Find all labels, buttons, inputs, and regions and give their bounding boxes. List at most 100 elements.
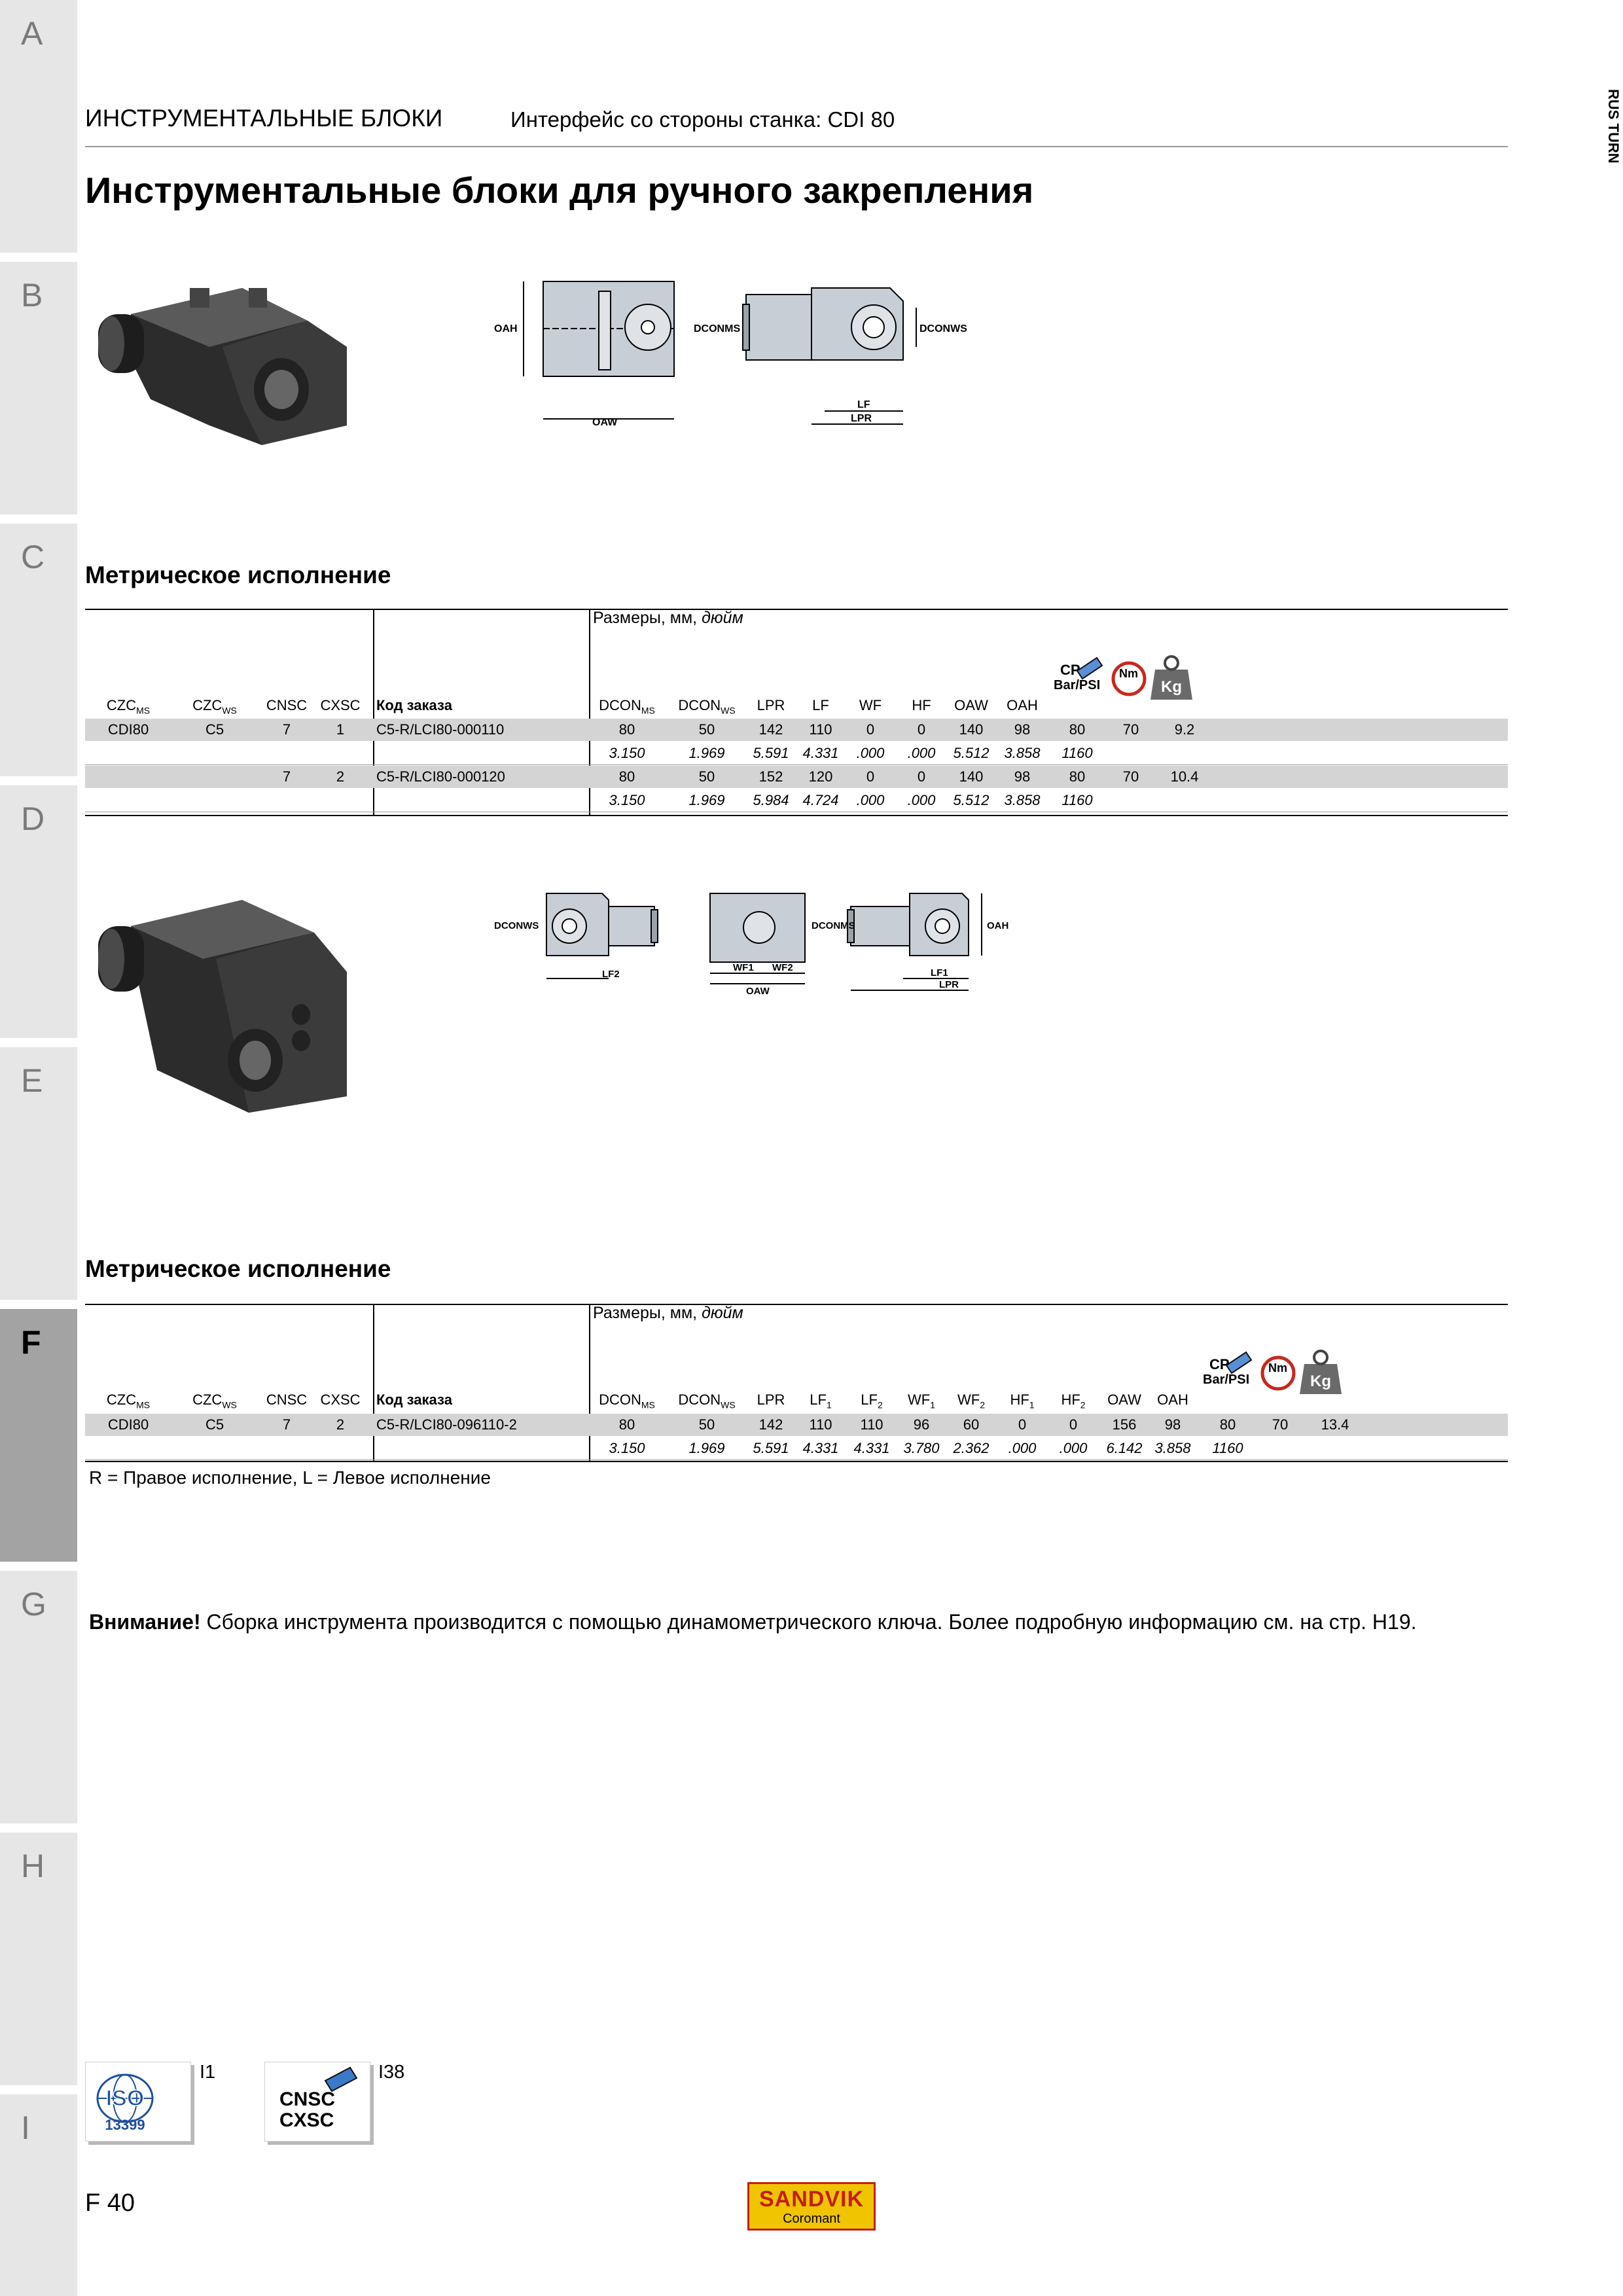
table-cell: 142: [758, 1416, 783, 1433]
side-tab-letter: A: [21, 15, 43, 52]
table-cell-inch: 3.858: [1004, 745, 1041, 761]
table-cell: 0: [917, 721, 926, 738]
iso-icon-bottom: 13399: [105, 2117, 145, 2133]
table-top-rule: [85, 609, 1508, 610]
pressure-icon: [1076, 656, 1103, 680]
column-header: LPR: [757, 1391, 785, 1408]
vertical-tag: RUS TURN: [1605, 89, 1622, 164]
table-cell: 98: [1164, 1416, 1181, 1433]
column-header: WF: [859, 697, 882, 714]
side-tab-i[interactable]: I: [0, 2094, 77, 2296]
table-cell-inch: 1.969: [688, 792, 725, 808]
column-header-main: CNSC: [266, 697, 308, 713]
table-column-rule: [373, 609, 374, 815]
header-section: ИНСТРУМЕНТАЛЬНЫЕ БЛОКИ: [85, 105, 443, 132]
column-header-main: DCON: [678, 1391, 721, 1408]
table-cell: C5-R/LCI80-096110-2: [376, 1416, 517, 1433]
side-tab-a[interactable]: A: [0, 0, 77, 253]
iso-reference-box[interactable]: ISO 13399: [85, 2062, 191, 2142]
table-cell: 7: [282, 768, 291, 785]
side-tab-g[interactable]: G: [0, 1571, 77, 1823]
table-cell: 7: [282, 1416, 291, 1433]
table-cell-inch: 6.142: [1106, 1440, 1143, 1456]
table-top-rule: [85, 1304, 1508, 1305]
table-cell-inch: 4.331: [802, 1440, 839, 1456]
table-cell: 70: [1272, 1416, 1289, 1433]
table-cell: 10.4: [1170, 768, 1199, 785]
column-header-main: CXSC: [320, 697, 361, 713]
column-header: HF: [912, 697, 931, 714]
table-cell: 60: [963, 1416, 980, 1433]
technical-drawing-1: OAH OAW DCONMS DCONWS LF LPR: [494, 281, 967, 428]
cnsc-cxsc-icon: CNSC CXSC: [279, 2066, 358, 2131]
table-cell: 80: [618, 721, 635, 738]
column-header: CXSC: [320, 1391, 360, 1408]
column-header-main: HF: [1010, 1391, 1029, 1408]
column-header-main: OAW: [954, 697, 988, 713]
cnsc-reference-box[interactable]: CNSC CXSC: [264, 2062, 370, 2142]
column-header: CZCMS: [107, 697, 150, 715]
column-header: CXSC: [320, 697, 360, 714]
side-tab-c[interactable]: C: [0, 524, 77, 776]
column-header: DCONMS: [599, 1391, 655, 1410]
cnsc-reference-page[interactable]: I38: [378, 2062, 405, 2083]
table-cell: 120: [808, 768, 833, 785]
section-title-1: Метрическое исполнение: [85, 562, 391, 588]
column-header-sub: 2: [980, 1399, 985, 1410]
side-tab-b[interactable]: B: [0, 262, 77, 514]
column-header-main: CXSC: [320, 1391, 361, 1408]
column-header: WF1: [908, 1391, 935, 1410]
side-tab-letter: I: [21, 2109, 30, 2146]
table-cell: 140: [959, 721, 984, 738]
torque-icon: [1111, 661, 1147, 696]
cnsc-icon-top: CNSC: [279, 2089, 335, 2110]
column-header: OAW: [1107, 1391, 1141, 1408]
table-cell-inch: 4.331: [853, 1440, 890, 1456]
table-cell-inch: 5.512: [953, 792, 990, 808]
iso-reference-page[interactable]: I1: [200, 2062, 216, 2083]
table-cell-inch: 3.858: [1004, 792, 1041, 808]
column-header-main: LPR: [757, 697, 785, 713]
column-header-main: LF: [812, 697, 829, 713]
table-column-rule: [589, 1304, 590, 1461]
page-title: Инструментальные блоки для ручного закре…: [85, 170, 1034, 211]
column-header: Код заказа: [376, 1391, 452, 1408]
product-photo-1: [98, 288, 347, 445]
table-cell-inch: 1.969: [688, 745, 725, 761]
table-cell-inch: 5.512: [953, 745, 990, 761]
dim-caption-italic: дюйм: [702, 1304, 743, 1322]
dim-lf2-2: LF2: [602, 969, 620, 980]
column-header-main: OAH: [1007, 697, 1038, 713]
column-header-sub: WS: [222, 1399, 237, 1410]
table-cell-inch: .000: [907, 792, 936, 808]
table-cell: 80: [618, 1416, 635, 1433]
dim-oah-1: OAH: [494, 323, 518, 334]
side-tab-h[interactable]: H: [0, 1833, 77, 2085]
side-tab-d[interactable]: D: [0, 785, 77, 1038]
table-cell-inch: .000: [1059, 1440, 1088, 1456]
column-header: OAH: [1157, 1391, 1188, 1408]
side-tab-e[interactable]: E: [0, 1047, 77, 1300]
side-tab-f[interactable]: F: [0, 1309, 77, 1562]
table-cell-inch: 1160: [1061, 792, 1093, 808]
icon-nm: Nm: [1268, 1361, 1287, 1374]
column-header-sub: 2: [877, 1399, 883, 1410]
iso-13399-icon: ISO 13399: [96, 2073, 154, 2133]
table-cell: CDI80: [107, 721, 149, 738]
table-cell: 96: [913, 1416, 930, 1433]
dimensions-caption: Размеры, мм, дюйм: [593, 1304, 743, 1323]
table-cell: 2: [336, 1416, 345, 1433]
table-cell: 13.4: [1321, 1416, 1349, 1433]
table-cell: 50: [698, 721, 715, 738]
table-cell: 1: [336, 721, 345, 738]
header-interface: Интерфейс со стороны станка: CDI 80: [510, 107, 895, 132]
icon-cp-top: CP: [1060, 662, 1080, 678]
table-cell: 156: [1112, 1416, 1137, 1433]
column-header-main: HF: [1061, 1391, 1080, 1408]
table-column-rule: [373, 1304, 374, 1461]
column-header-sub: WS: [222, 705, 237, 716]
icon-nm: Nm: [1119, 667, 1138, 680]
table-cell-inch: 2.362: [953, 1440, 990, 1456]
table-cell: C5: [205, 1416, 224, 1433]
table-row-rule: [85, 764, 1508, 765]
